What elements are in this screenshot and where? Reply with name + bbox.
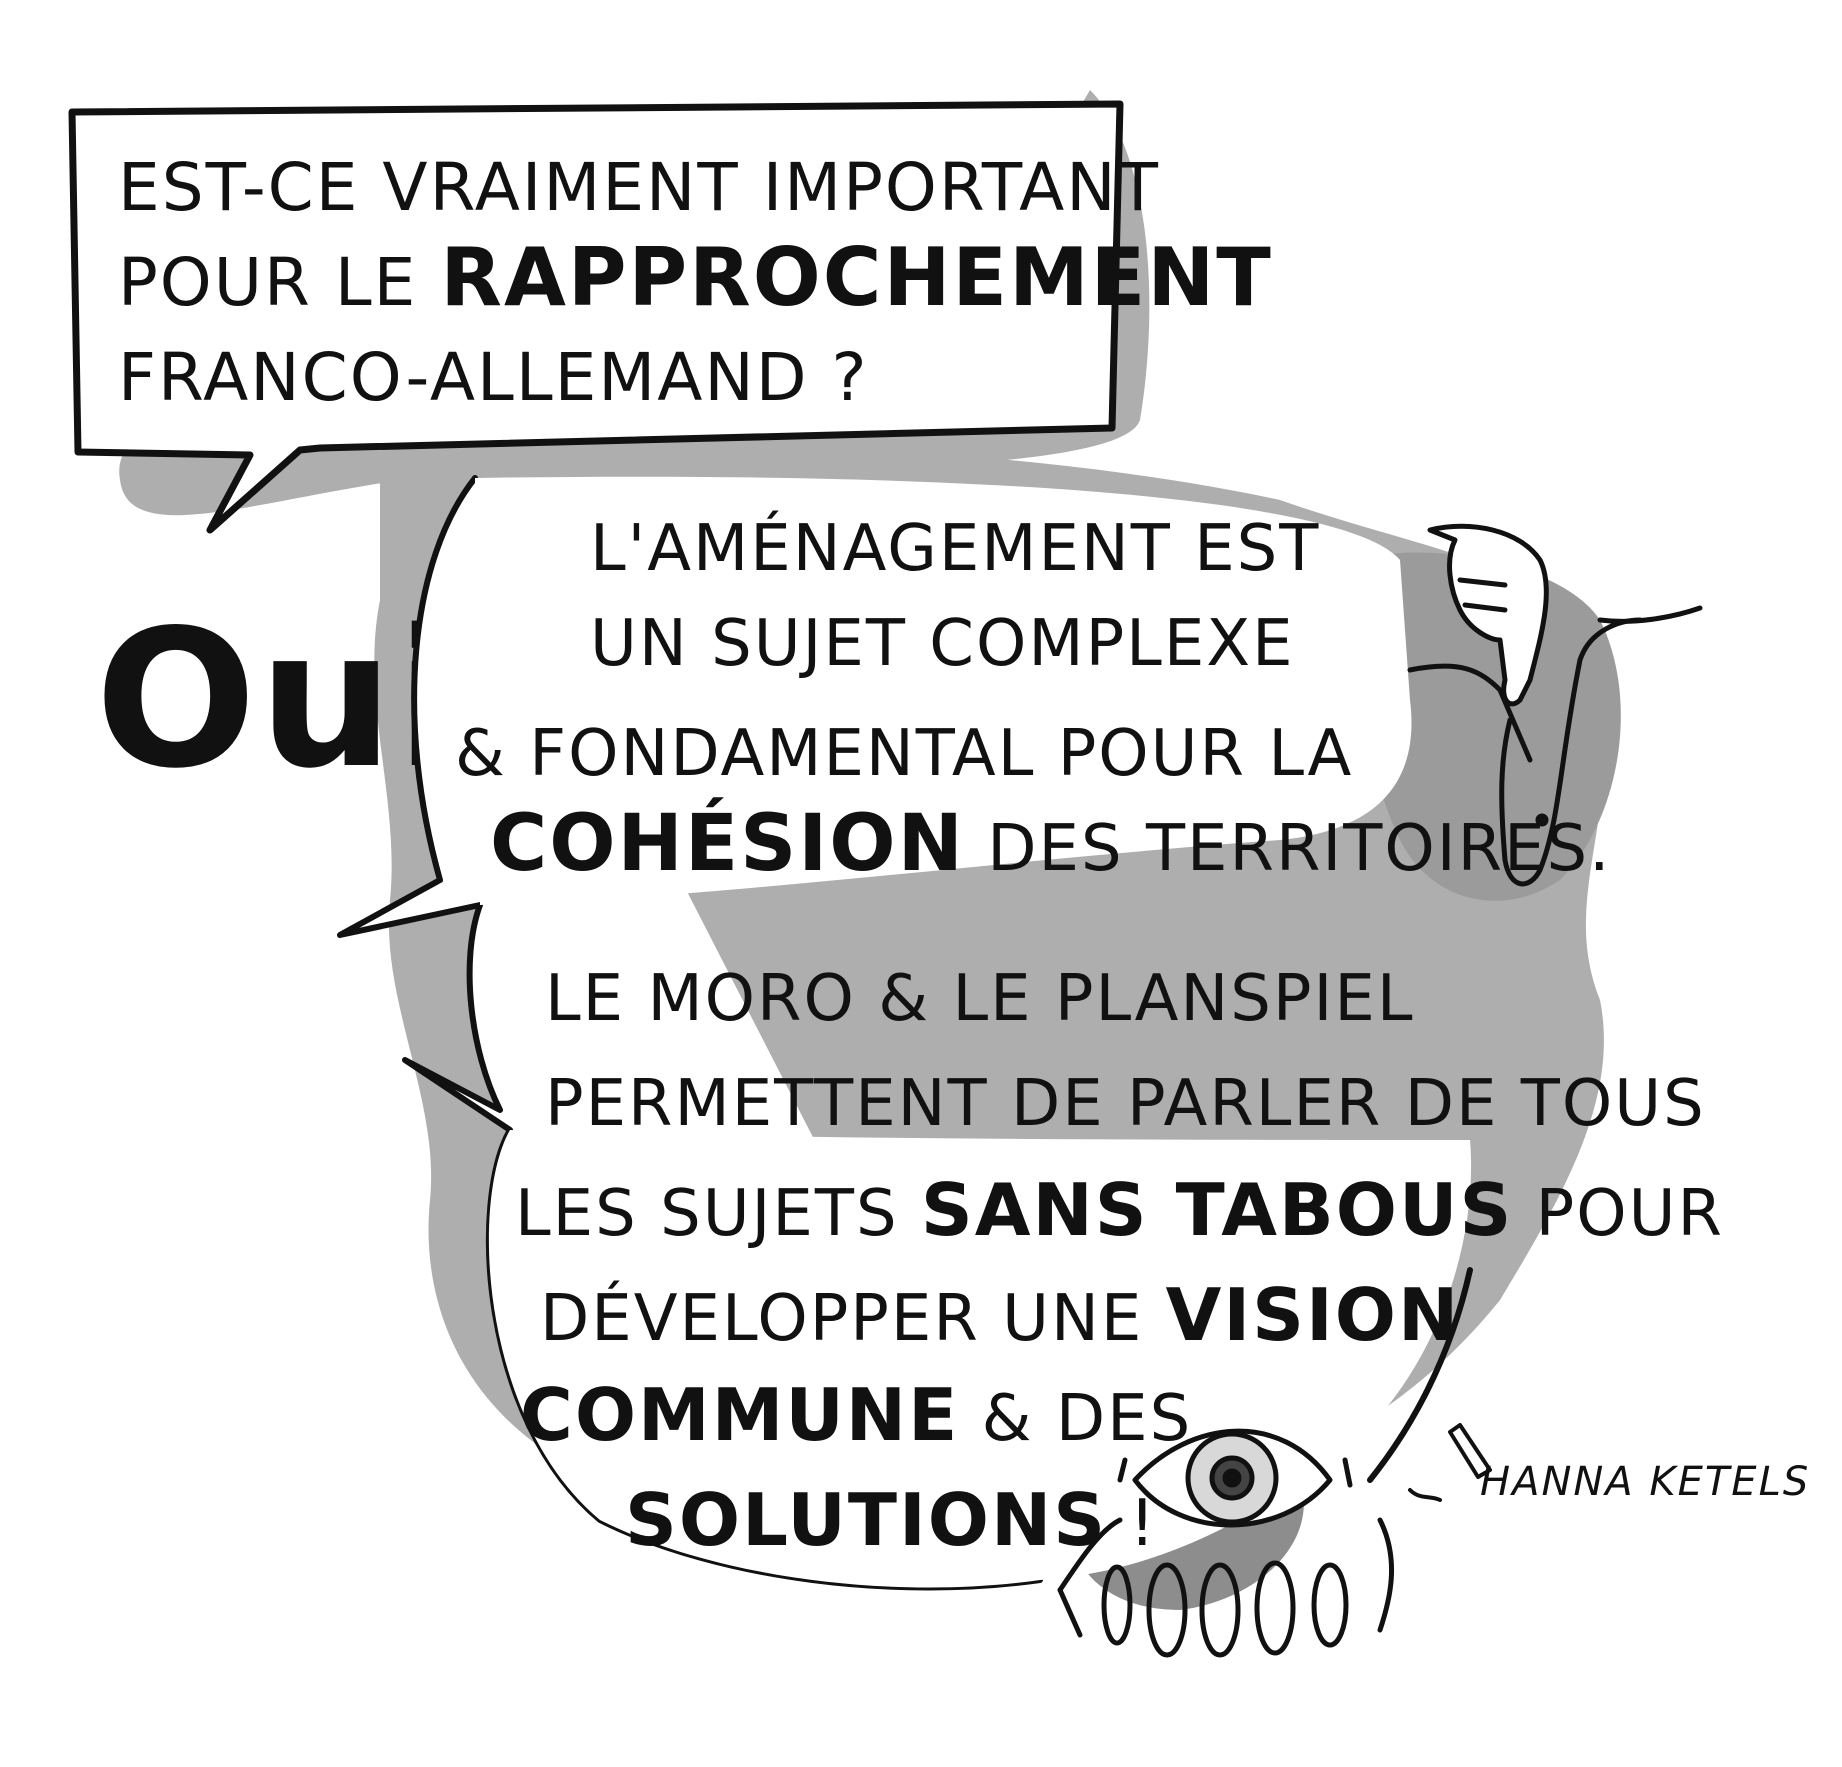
eye-icon [1057, 1428, 1394, 1658]
signature: HANNA KETELS [1408, 1423, 1810, 1505]
pointing-hand-icon [1407, 523, 1703, 887]
question-box: EST-CE VRAIMENT IMPORTANT POUR LE RAPPRO… [68, 100, 1273, 534]
bubble-2-line-4-bold: VISION [1166, 1273, 1461, 1357]
bubble-2-line-2: PERMETTENT DE PARLER DE TOUS [545, 1067, 1706, 1141]
bubble-2-line-6-bold: SOLUTIONS [625, 1478, 1107, 1562]
bubble-1-text: L'AMÉNAGEMENT EST UN SUJET COMPLEXE & FO… [455, 510, 1612, 889]
bubble-1-line-4: COHÉSION DES TERRITOIRES. [490, 797, 1612, 889]
bubble-1-line-2: UN SUJET COMPLEXE [590, 607, 1295, 681]
bubble-2-line-4-prefix: DÉVELOPPER UNE [540, 1280, 1166, 1356]
bubble-1-line-4-rest: DES TERRITOIRES. [987, 812, 1611, 886]
bubble-2-line-1: LE MORO & LE PLANSPIEL [545, 962, 1414, 1036]
bubble-2-text: LE MORO & LE PLANSPIEL PERMETTENT DE PAR… [515, 962, 1724, 1562]
pencil-icon [1408, 1423, 1492, 1502]
bubble-2-line-5: COMMUNE & DES [520, 1373, 1192, 1457]
question-line-2: POUR LE RAPPROCHEMENT [118, 231, 1273, 324]
bubble-2-line-3-bold: SANS TABOUS [921, 1168, 1513, 1252]
question-line-2-prefix: POUR LE [118, 244, 440, 321]
bubble-2-line-4: DÉVELOPPER UNE VISION [540, 1273, 1460, 1357]
question-line-3: FRANCO-ALLEMAND ? [118, 339, 869, 416]
bubble-1-line-1: L'AMÉNAGEMENT EST [590, 510, 1320, 586]
bubble-2-line-3: LES SUJETS SANS TABOUS POUR [515, 1168, 1724, 1252]
question-line-2-bold: RAPPROCHEMENT [440, 231, 1272, 324]
bubble-1-line-3: & FONDAMENTAL POUR LA [455, 717, 1353, 791]
question-line-1: EST-CE VRAIMENT IMPORTANT [118, 149, 1160, 226]
bubble-1-line-4-bold: COHÉSION [490, 797, 965, 889]
signature-name: HANNA KETELS [1480, 1459, 1810, 1505]
bubble-2-line-5-bold: COMMUNE [520, 1373, 959, 1457]
hand-fingers [1101, 1560, 1349, 1658]
bubble-2-line-6: SOLUTIONS ! [625, 1478, 1157, 1562]
bubble-2-line-5-rest: & DES [982, 1382, 1193, 1456]
bubble-2-line-3-suffix: POUR [1536, 1177, 1724, 1251]
bubble-2-line-3-prefix: LES SUJETS [515, 1177, 921, 1251]
